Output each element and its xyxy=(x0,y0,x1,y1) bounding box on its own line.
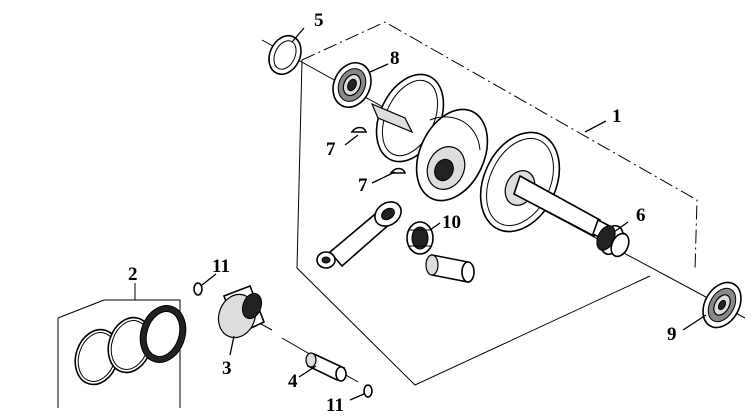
callout-10: 10 xyxy=(442,212,461,233)
callout-3: 3 xyxy=(222,358,232,379)
callout-8: 8 xyxy=(390,48,400,69)
woodruff-key-upper xyxy=(350,126,368,133)
piston-ring-oil xyxy=(139,305,187,363)
crank-web-middle xyxy=(415,108,489,202)
ball-bearing-left xyxy=(332,62,372,108)
callout-4: 4 xyxy=(288,371,298,392)
callout-6: 6 xyxy=(636,205,646,226)
piston-pin xyxy=(305,352,347,382)
crankpin-bushing xyxy=(425,254,475,283)
callout-5: 5 xyxy=(314,10,324,31)
callout-9: 9 xyxy=(667,324,677,345)
ball-bearing-right xyxy=(702,281,742,329)
circlip-upper xyxy=(193,282,203,296)
callout-7-upper: 7 xyxy=(326,139,336,160)
seal-ring xyxy=(268,34,302,76)
callout-2: 2 xyxy=(128,264,138,285)
connecting-rod xyxy=(316,201,402,269)
piston xyxy=(217,284,266,339)
piston-ring-outer xyxy=(74,328,120,386)
piston-rings-bracket xyxy=(57,283,181,408)
circlip-lower xyxy=(363,384,373,398)
leader-lines xyxy=(201,27,707,401)
callout-11-upper: 11 xyxy=(212,256,230,277)
needle-bearing xyxy=(406,221,434,255)
shaft-gear-ring xyxy=(596,224,630,258)
callout-11-lower: 11 xyxy=(326,395,344,416)
crankshaft-assembly-outline xyxy=(296,21,698,386)
callout-1: 1 xyxy=(612,106,622,127)
callout-7-lower: 7 xyxy=(358,175,368,196)
